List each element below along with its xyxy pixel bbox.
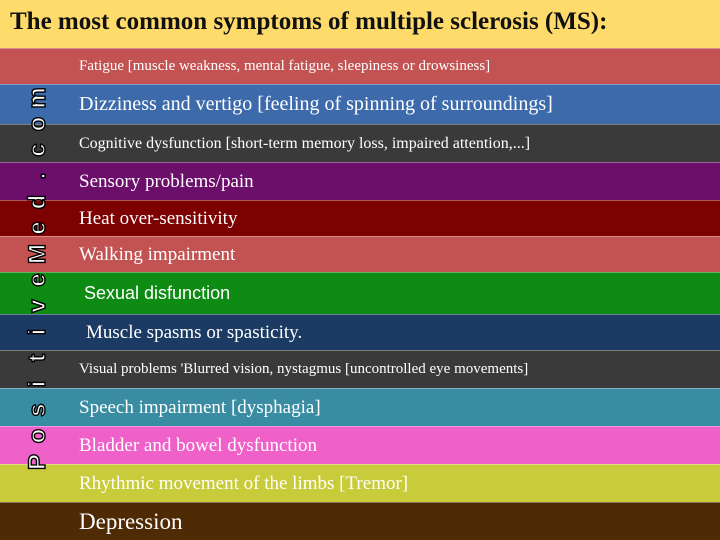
watermark-char: . <box>23 172 51 180</box>
watermark-char: M <box>23 243 51 264</box>
symptom-text: Visual problems 'Blurred vision, nystagm… <box>79 361 529 377</box>
watermark-char: o <box>23 116 51 132</box>
watermark-char: s <box>23 403 51 418</box>
watermark-char: c <box>23 143 51 158</box>
watermark-char: e <box>23 221 51 236</box>
watermark-char: e <box>23 273 51 288</box>
watermark-char: m <box>23 87 51 110</box>
symptom-text: Walking impairment <box>79 243 236 265</box>
symptom-text: Dizziness and vertigo [feeling of spinni… <box>79 93 553 115</box>
symptom-text: Fatigue [muscle weakness, mental fatigue… <box>79 58 491 74</box>
watermark-char: v <box>23 299 51 314</box>
symptom-text: Rhythmic movement of the limbs [Tremor] <box>79 472 409 494</box>
symptom-row: Sexual disfunction <box>0 272 720 314</box>
symptom-text: Muscle spasms or spasticity. <box>86 321 303 343</box>
watermark-char: d <box>23 194 51 210</box>
symptom-row: Fatigue [muscle weakness, mental fatigue… <box>0 48 720 84</box>
symptom-row: Rhythmic movement of the limbs [Tremor] <box>0 464 720 502</box>
symptom-text: Depression <box>79 508 183 534</box>
symptom-text: Bladder and bowel dysfunction <box>79 434 317 456</box>
symptom-text: Heat over-sensitivity <box>79 207 238 229</box>
symptom-row: Visual problems 'Blurred vision, nystagm… <box>0 350 720 388</box>
symptom-row: Speech impairment [dysphagia] <box>0 388 720 426</box>
symptom-text: Cognitive dysfunction [short-term memory… <box>79 134 531 152</box>
symptom-row: Sensory problems/pain <box>0 162 720 200</box>
symptom-row: Heat over-sensitivity <box>0 200 720 236</box>
watermark-char: i <box>23 380 51 388</box>
title-bar: The most common symptoms of multiple scl… <box>0 0 720 48</box>
symptom-text: Sensory problems/pain <box>79 170 254 192</box>
symptom-text: Speech impairment [dysphagia] <box>79 396 321 418</box>
symptom-row: Depression <box>0 502 720 540</box>
symptom-row: Bladder and bowel dysfunction <box>0 426 720 464</box>
watermark-char: i <box>23 328 51 336</box>
watermark-char: o <box>23 428 51 444</box>
symptom-text: Sexual disfunction <box>84 283 231 303</box>
symptom-row: Walking impairment <box>0 236 720 272</box>
symptom-row: Cognitive dysfunction [short-term memory… <box>0 124 720 162</box>
symptom-row: Dizziness and vertigo [feeling of spinni… <box>0 84 720 124</box>
watermark-char: P <box>23 453 51 471</box>
watermark-char: t <box>23 353 51 362</box>
symptom-row: Muscle spasms or spasticity. <box>0 314 720 350</box>
page-title: The most common symptoms of multiple scl… <box>10 8 608 35</box>
